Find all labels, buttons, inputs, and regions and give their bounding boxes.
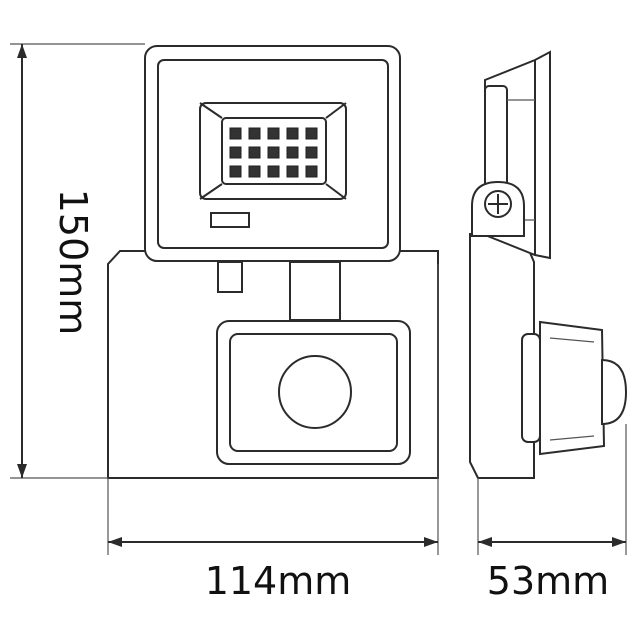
front-neck-left bbox=[217, 261, 243, 293]
led-chip bbox=[248, 127, 261, 140]
height-dimension bbox=[10, 43, 145, 479]
side-pir-lens bbox=[601, 358, 628, 426]
depth-label: 53mm bbox=[487, 559, 609, 603]
led-module-outer bbox=[199, 102, 347, 200]
led-chip bbox=[267, 127, 280, 140]
led-chip bbox=[248, 165, 261, 178]
depth-dimension bbox=[477, 424, 627, 555]
led-chip bbox=[286, 165, 299, 178]
width-dimension bbox=[107, 264, 439, 555]
side-pir-mount bbox=[521, 333, 541, 443]
led-chip bbox=[267, 146, 280, 159]
led-module-inner bbox=[221, 117, 327, 185]
led-chip bbox=[286, 127, 299, 140]
led-chip bbox=[229, 146, 242, 159]
led-chips bbox=[229, 127, 318, 178]
height-label: 150mm bbox=[51, 189, 95, 336]
front-view bbox=[107, 45, 439, 479]
front-head-inner bbox=[157, 59, 389, 249]
led-chip bbox=[248, 146, 261, 159]
front-neck-center bbox=[289, 261, 341, 321]
front-indicator-slot bbox=[210, 212, 250, 228]
led-chip bbox=[229, 127, 242, 140]
led-chip bbox=[305, 127, 318, 140]
side-view bbox=[469, 50, 628, 479]
led-chip bbox=[267, 165, 280, 178]
side-pir-housing bbox=[539, 320, 606, 456]
led-chip bbox=[229, 165, 242, 178]
width-label: 114mm bbox=[205, 559, 352, 603]
pir-lens bbox=[278, 355, 352, 429]
led-chip bbox=[305, 146, 318, 159]
pir-sensor-inner bbox=[229, 333, 398, 452]
led-chip bbox=[305, 165, 318, 178]
led-chip bbox=[286, 146, 299, 159]
